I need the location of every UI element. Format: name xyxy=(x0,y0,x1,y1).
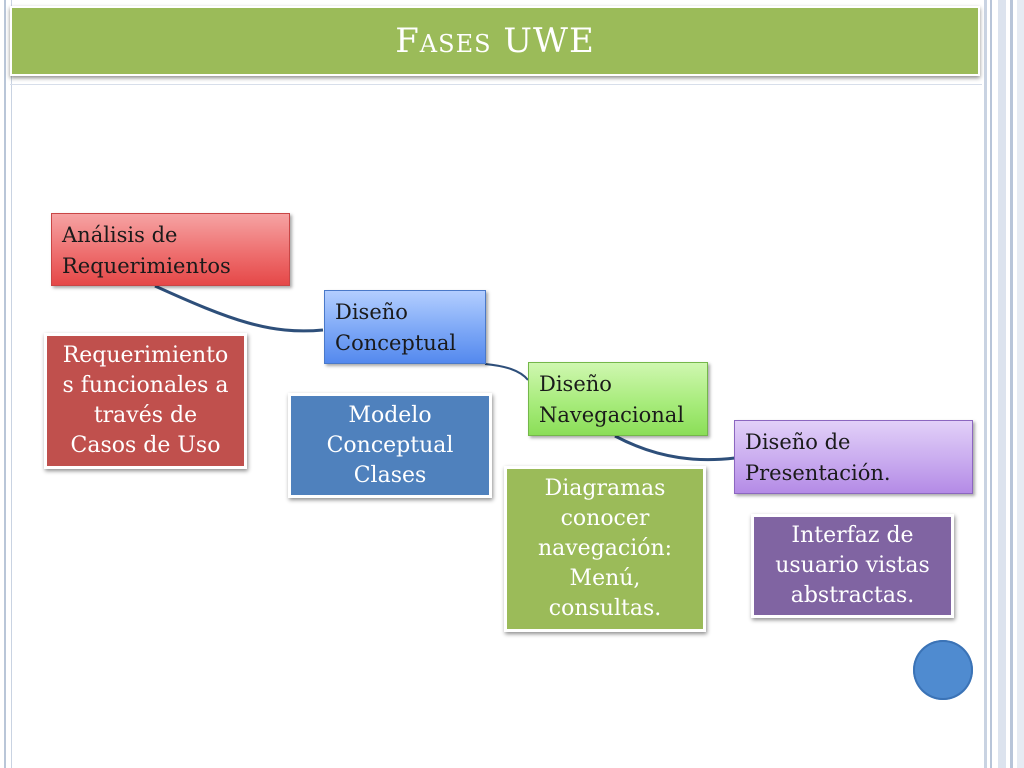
desc-conceptual-line: Modelo xyxy=(348,402,432,428)
desc-presentacion-line: usuario vistas xyxy=(775,553,930,578)
slide-title: Fases UWE xyxy=(395,21,595,61)
connector-analisis-conceptual xyxy=(154,284,324,333)
phase-diseno-navegacional: Diseño Navegacional xyxy=(528,362,708,436)
desc-analisis-line: Casos de Uso xyxy=(70,433,221,458)
desc-analisis-line: través de xyxy=(93,403,198,428)
phase-diseno-conceptual-label: Diseño Conceptual xyxy=(335,300,457,355)
connector-navegacional-presentacion xyxy=(614,434,736,462)
slide-frame-left xyxy=(4,0,12,768)
phase-analisis-label: Análisis de Requerimientos xyxy=(62,223,231,278)
desc-navegacional-line: navegación: xyxy=(537,536,673,561)
connector-conceptual-navegacional xyxy=(484,363,529,381)
desc-navegacional-line: conocer xyxy=(560,506,650,531)
desc-presentacion-line: Interfaz de xyxy=(791,523,914,548)
phase-diseno-conceptual: Diseño Conceptual xyxy=(324,290,486,364)
desc-analisis-line: s funcionales a xyxy=(62,373,229,398)
slide-frame-right xyxy=(984,0,1024,768)
desc-navegacional-line: consultas. xyxy=(548,596,662,621)
desc-navegacional: Diagramas conocer navegación: Menú, cons… xyxy=(504,466,706,632)
desc-presentacion: Interfaz de usuario vistas abstractas. xyxy=(751,514,954,618)
title-bar: Fases UWE xyxy=(10,6,980,76)
decorative-circle xyxy=(913,640,973,700)
phase-diseno-presentacion-label: Diseño de Presentación. xyxy=(745,430,891,485)
desc-navegacional-line: Diagramas xyxy=(544,476,666,501)
phase-diseno-presentacion: Diseño de Presentación. xyxy=(734,420,973,494)
desc-conceptual-line: Conceptual xyxy=(326,432,454,458)
desc-navegacional-line: Menú, xyxy=(569,566,641,591)
desc-conceptual-line: Clases xyxy=(353,462,427,488)
title-underline xyxy=(10,84,982,85)
desc-presentacion-line: abstractas. xyxy=(790,583,915,608)
desc-conceptual: Modelo Conceptual Clases xyxy=(288,393,492,498)
desc-analisis: Requerimiento s funcionales a través de … xyxy=(44,333,247,469)
phase-diseno-navegacional-label: Diseño Navegacional xyxy=(539,372,685,427)
desc-analisis-line: Requerimiento xyxy=(62,343,229,368)
phase-analisis: Análisis de Requerimientos xyxy=(51,213,290,286)
